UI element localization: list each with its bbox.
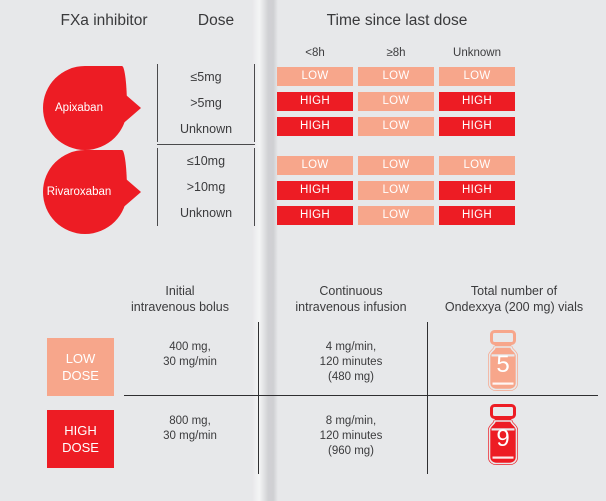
dose-column-apixaban: ≤5mg >5mg Unknown: [157, 64, 255, 142]
high-dose-badge-line2: DOSE: [62, 440, 99, 455]
header-initial-bolus: Initial intravenous bolus: [106, 283, 254, 315]
risk-cell: LOW: [358, 92, 434, 111]
low-dose-infusion-line3: (480 mg): [327, 371, 375, 383]
low-dose-bolus-value: 400 mg, 30 mg/min: [130, 340, 250, 370]
header-initial-bolus-line2: intravenous bolus: [131, 300, 229, 314]
low-dose-badge-line1: LOW: [65, 351, 96, 366]
drug-name-label: Rivaroxaban: [46, 186, 112, 198]
header-total-vials-line2: Ondexxya (200 mg) vials: [444, 300, 584, 314]
bottom-column-divider-3: [258, 396, 259, 474]
low-dose-badge: LOW DOSE: [47, 338, 114, 396]
risk-cell: HIGH: [277, 117, 353, 136]
drug-badge-apixaban: Apixaban: [43, 66, 127, 150]
dose-cell: Unknown: [179, 122, 233, 136]
header-time-since-last-dose: Time since last dose: [326, 12, 468, 29]
risk-cell: LOW: [439, 156, 515, 175]
header-dose: Dose: [197, 12, 235, 29]
low-dose-infusion-line2: 120 minutes: [319, 356, 383, 368]
risk-cell: LOW: [358, 181, 434, 200]
high-dose-infusion-value: 8 mg/min, 120 minutes (960 mg): [283, 414, 419, 459]
header-continuous-infusion-line2: intravenous infusion: [295, 300, 407, 314]
vial-count-high-dose: 9: [496, 425, 510, 452]
risk-cell: HIGH: [439, 181, 515, 200]
header-total-vials: Total number of Ondexxya (200 mg) vials: [430, 283, 598, 315]
high-dose-bolus-line2: 30 mg/min: [163, 430, 217, 442]
high-dose-badge-line1: HIGH: [64, 423, 97, 438]
low-dose-infusion-value: 4 mg/min, 120 minutes (480 mg): [283, 340, 419, 385]
risk-cell: LOW: [439, 67, 515, 86]
dose-cell: ≤5mg: [190, 70, 222, 84]
high-dose-infusion-line2: 120 minutes: [319, 430, 383, 442]
low-dose-infusion-line1: 4 mg/min,: [325, 341, 377, 353]
high-dose-infusion-line3: (960 mg): [327, 445, 375, 457]
high-dose-bolus-line1: 800 mg,: [169, 415, 211, 427]
risk-cell: LOW: [358, 156, 434, 175]
risk-cell: HIGH: [439, 117, 515, 136]
risk-cell: HIGH: [439, 206, 515, 225]
vial-count-low-dose: 5: [496, 351, 510, 378]
vial-icon-low-dose: 5: [478, 330, 528, 392]
dose-cell: >10mg: [186, 180, 226, 194]
high-dose-infusion-line1: 8 mg/min,: [325, 415, 377, 427]
drug-name-label: Apixaban: [55, 102, 103, 114]
bottom-row-divider: [124, 395, 598, 396]
page-fold-shadow: [252, 0, 278, 501]
header-fxa-inhibitor: FXa inhibitor: [60, 12, 148, 29]
vial-icon-high-dose: 9: [478, 404, 528, 466]
dose-cell: >5mg: [190, 96, 222, 110]
risk-cell: HIGH: [277, 206, 353, 225]
header-initial-bolus-line1: Initial: [165, 284, 195, 298]
header-continuous-infusion-line1: Continuous: [319, 284, 383, 298]
low-dose-bolus-line1: 400 mg,: [169, 341, 211, 353]
risk-cell: HIGH: [277, 92, 353, 111]
time-column-header-2: Unknown: [453, 47, 501, 59]
time-column-header-0: <8h: [305, 47, 325, 59]
header-total-vials-line1: Total number of: [470, 284, 558, 298]
dose-cell: ≤10mg: [186, 154, 226, 168]
time-column-header-1: ≥8h: [386, 47, 406, 59]
risk-cell: HIGH: [439, 92, 515, 111]
dose-cell: Unknown: [179, 206, 233, 220]
low-dose-bolus-line2: 30 mg/min: [163, 356, 217, 368]
risk-cell: LOW: [277, 67, 353, 86]
drug-group-divider: [157, 144, 255, 145]
high-dose-badge: HIGH DOSE: [47, 410, 114, 468]
bottom-column-divider-1: [258, 322, 259, 396]
low-dose-badge-line2: DOSE: [62, 368, 99, 383]
risk-cell: HIGH: [277, 181, 353, 200]
risk-cell: LOW: [358, 117, 434, 136]
high-dose-bolus-value: 800 mg, 30 mg/min: [130, 414, 250, 444]
drug-badge-rivaroxaban: Rivaroxaban: [43, 150, 127, 234]
risk-cell: LOW: [358, 206, 434, 225]
header-continuous-infusion: Continuous intravenous infusion: [276, 283, 426, 315]
bottom-column-divider-2: [427, 322, 428, 396]
risk-cell: LOW: [277, 156, 353, 175]
dose-column-rivaroxaban: ≤10mg >10mg Unknown: [157, 148, 255, 226]
risk-cell: LOW: [358, 67, 434, 86]
bottom-column-divider-4: [427, 396, 428, 474]
